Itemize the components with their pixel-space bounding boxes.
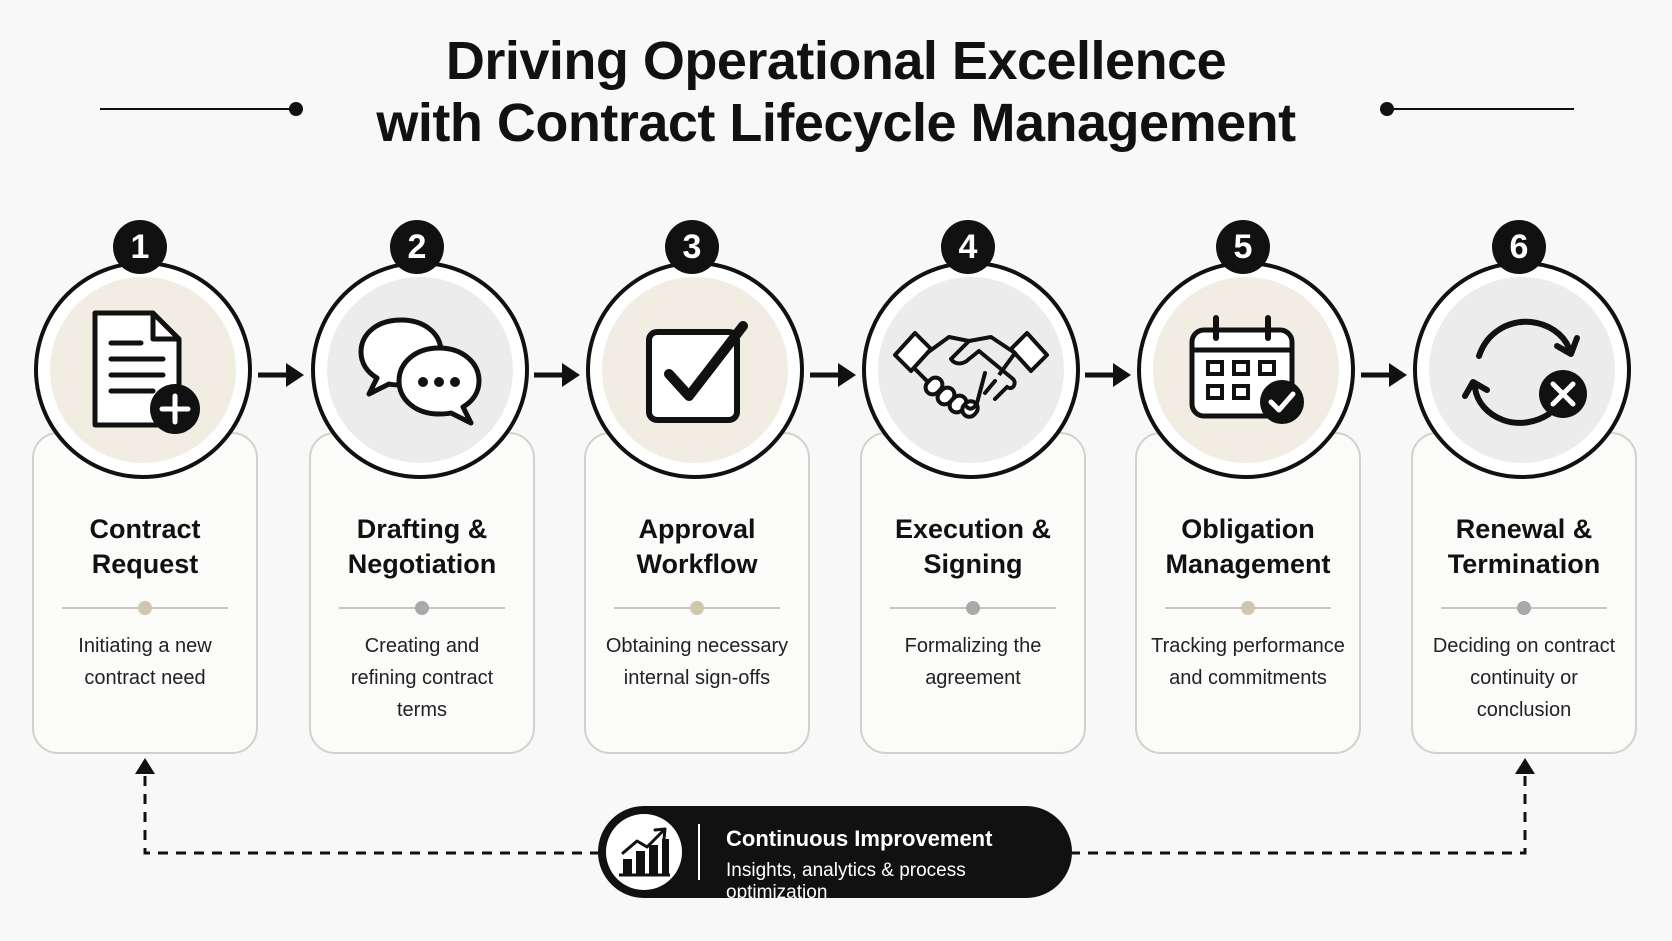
step-card <box>1135 432 1361 754</box>
step-card <box>584 432 810 754</box>
step-icon-ring <box>34 261 252 479</box>
step-divider-dot <box>415 601 429 615</box>
checkbox-icon <box>646 321 748 423</box>
title-rule-left-dot <box>289 102 303 116</box>
step-icon-ring <box>586 261 804 479</box>
document-plus-icon <box>92 310 200 434</box>
cycle-cancel-icon <box>1462 318 1587 426</box>
step-divider-dot <box>966 601 980 615</box>
ci-icon-badge <box>606 814 682 890</box>
step-divider-dot <box>1517 601 1531 615</box>
step-title: Drafting &Negotiation <box>347 514 497 579</box>
step-icon-ring <box>1137 261 1355 479</box>
chat-bubbles-icon <box>358 317 482 426</box>
title-line-1: Driving Operational Excellence <box>445 31 1227 91</box>
continuous-improvement-banner: Continuous Improvement Insights, analyti… <box>598 806 1072 903</box>
arrow-right-icon <box>1085 363 1131 387</box>
step-icon-ring <box>1413 261 1631 479</box>
step-divider-dot <box>1241 601 1255 615</box>
step-number: 5 <box>1216 220 1270 274</box>
handshake-icon <box>893 331 1049 419</box>
title-rule-left <box>100 108 292 110</box>
arrow-right-icon <box>1361 363 1407 387</box>
arrow-right-icon <box>258 363 304 387</box>
title-rule-right <box>1386 108 1574 110</box>
growth-chart-icon <box>619 827 670 877</box>
step-number: 3 <box>665 220 719 274</box>
calendar-check-icon <box>1189 315 1304 424</box>
arrow-right-icon <box>534 363 580 387</box>
page-title: Driving Operational Excellence with Cont… <box>0 30 1672 154</box>
step-card <box>860 432 1086 754</box>
step-number: 6 <box>1492 220 1546 274</box>
ci-separator <box>698 824 700 880</box>
step-divider-dot <box>690 601 704 615</box>
title-line-2: with Contract Lifecycle Management <box>376 93 1296 153</box>
step-title: Execution &Signing <box>894 514 1052 579</box>
step-title: Renewal &Termination <box>1447 514 1601 579</box>
arrow-right-icon <box>810 363 856 387</box>
ci-subtitle: Insights, analytics & process optimizati… <box>726 860 966 903</box>
step-number: 2 <box>390 220 444 274</box>
step-icon-ring <box>311 261 529 479</box>
ci-title: Continuous Improvement <box>726 826 993 851</box>
step-divider-dot <box>138 601 152 615</box>
step-number: 1 <box>113 220 167 274</box>
step-card <box>1411 432 1637 754</box>
step-card <box>32 432 258 754</box>
step-icon-ring <box>862 261 1080 479</box>
step-number: 4 <box>941 220 995 274</box>
